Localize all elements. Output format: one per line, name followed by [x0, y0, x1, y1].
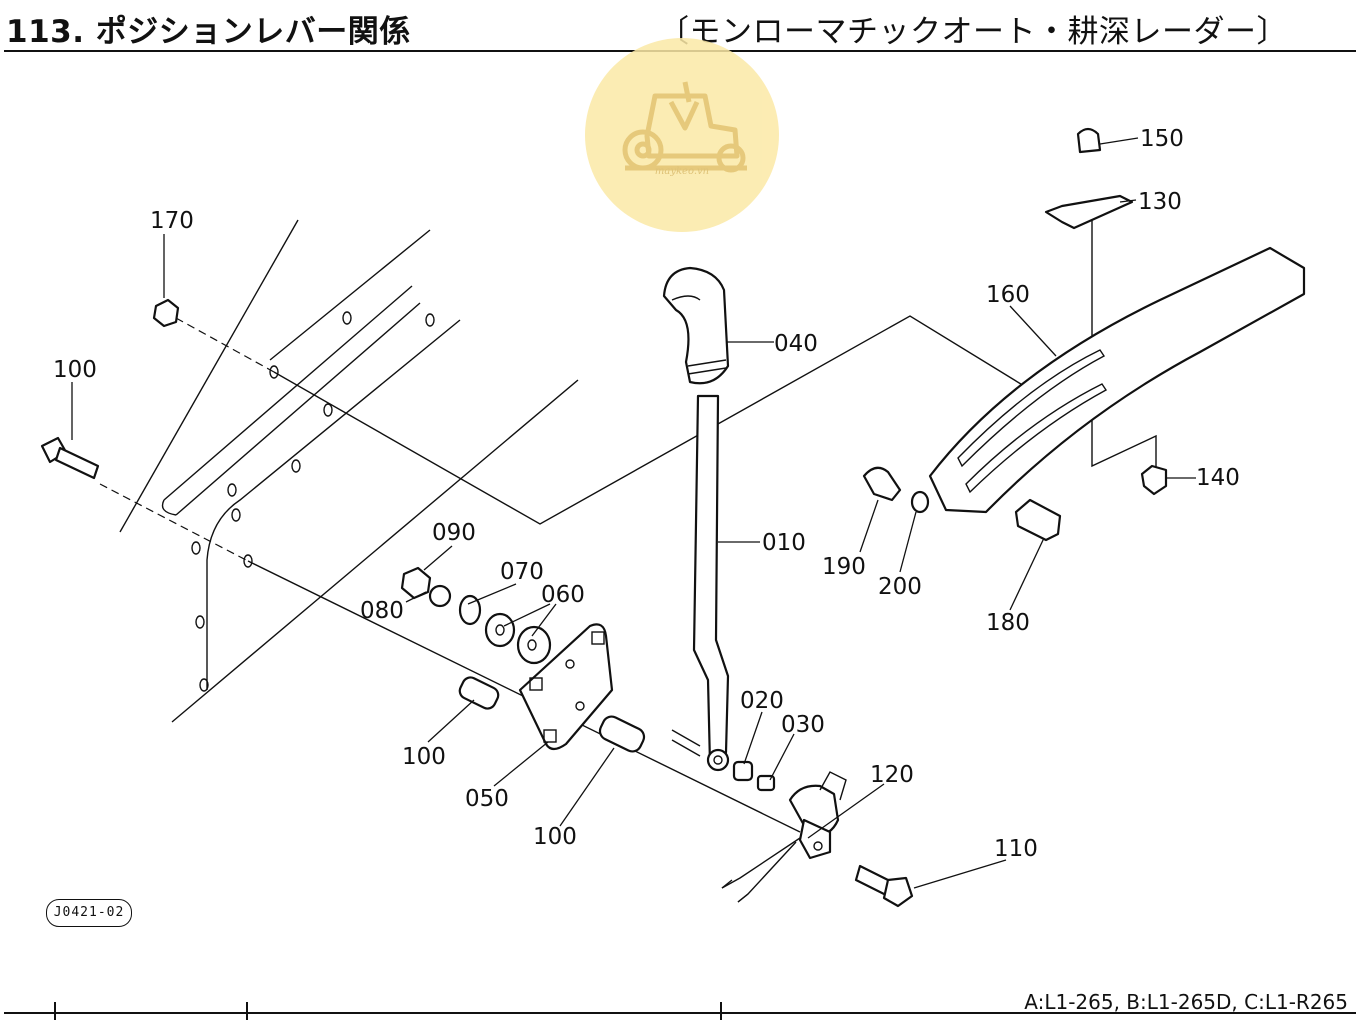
- part-label-120: 120: [870, 762, 914, 788]
- logo-text: maykeo.vn: [654, 166, 710, 177]
- part-label-190: 190: [822, 554, 866, 580]
- part-label-030: 030: [781, 712, 825, 738]
- leader-lines: [71, 137, 1196, 889]
- part-label-170: 170: [150, 208, 194, 234]
- bolt-110-right: [854, 864, 914, 908]
- knob-190: [862, 466, 902, 502]
- footer-divider-2: [246, 1002, 248, 1020]
- part-label-160: 160: [986, 282, 1030, 308]
- lever-guide-plate: [928, 246, 1306, 514]
- spacer-100-left: [458, 676, 500, 710]
- nut-170: [152, 298, 180, 328]
- bolt-150: [1076, 127, 1102, 154]
- part-label-060: 060: [541, 582, 585, 608]
- plate-180: [1014, 498, 1062, 542]
- part-label-200: 200: [878, 574, 922, 600]
- diagram-code-badge: J0421-02: [46, 899, 132, 927]
- part-label-100a: 100: [402, 744, 446, 770]
- page-title: 113. ポジションレバー関係: [6, 14, 411, 50]
- spacer-100-right: [598, 715, 646, 753]
- part-label-140: 140: [1196, 465, 1240, 491]
- part-label-070: 070: [500, 559, 544, 585]
- washer-200: [910, 490, 930, 514]
- stopper-130: [1044, 194, 1134, 230]
- page-subtitle: 〔モンローマチックオート・耕深レーダー〕: [658, 14, 1288, 50]
- part-label-100b: 100: [533, 824, 577, 850]
- part-label-180: 180: [986, 610, 1030, 636]
- footer-rule: [4, 1012, 1356, 1014]
- part-label-090: 090: [432, 520, 476, 546]
- part-label-080: 080: [360, 598, 404, 624]
- position-sensor: [721, 771, 847, 903]
- model-applicability: A:L1-265, B:L1-265D, C:L1-R265: [1024, 990, 1348, 1014]
- mounting-bracket: [119, 219, 579, 723]
- part-label-010: 010: [762, 530, 806, 556]
- part-label-050: 050: [465, 786, 509, 812]
- lever-grip: [662, 266, 730, 385]
- part-labels: 170 100 150 130 160 040 140 010 190 200 …: [53, 126, 1240, 862]
- part-label-040: 040: [774, 331, 818, 357]
- part-label-130: 130: [1138, 189, 1182, 215]
- part-label-020: 020: [740, 688, 784, 714]
- footer-divider-1: [54, 1002, 56, 1020]
- tractor-icon: [622, 81, 747, 173]
- footer-divider-3: [720, 1002, 722, 1020]
- lever-plate: [518, 623, 614, 751]
- bolt-110-left: [40, 436, 100, 480]
- watermark-logo: maykeo.vn: [585, 38, 779, 232]
- part-label-110a: 100: [53, 357, 97, 383]
- part-label-150: 150: [1140, 126, 1184, 152]
- part-label-110b: 110: [994, 836, 1038, 862]
- washer-stack: [400, 566, 552, 665]
- position-lever: [671, 394, 730, 772]
- nut-140: [1140, 464, 1168, 496]
- collar-020: [732, 760, 754, 782]
